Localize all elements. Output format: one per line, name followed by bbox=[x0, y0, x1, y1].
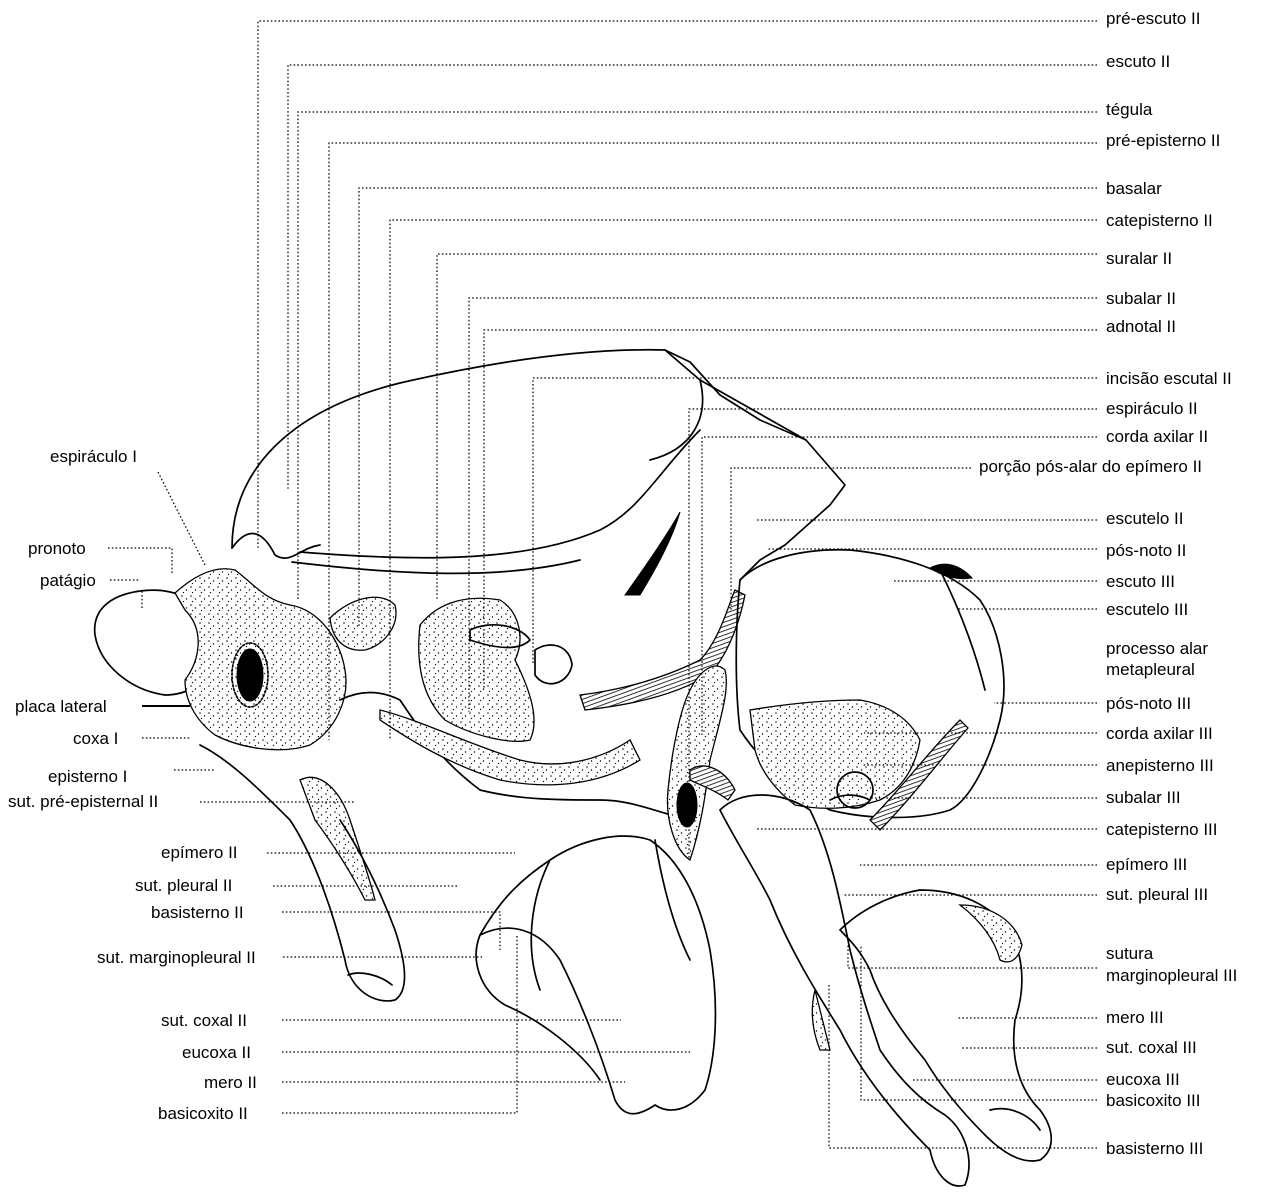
label-mero-ii: mero II bbox=[204, 1073, 257, 1092]
metapleuron-plate bbox=[750, 700, 920, 808]
hind-coxa bbox=[720, 795, 969, 1186]
label-epimero-ii: epímero II bbox=[161, 843, 238, 862]
label-adnotal-ii: adnotal II bbox=[1106, 317, 1176, 336]
label-corda-axilar-ii: corda axilar II bbox=[1106, 427, 1208, 446]
label-escutelo-iii: escutelo III bbox=[1106, 600, 1188, 619]
label-sut-coxal-ii: sut. coxal II bbox=[161, 1011, 247, 1030]
label-pre-episterno-ii: pré-episterno II bbox=[1106, 131, 1220, 150]
label-sut-pleural-iii: sut. pleural III bbox=[1106, 885, 1208, 904]
label-incisao-escutal-ii: incisão escutal II bbox=[1106, 369, 1232, 388]
label-porcao-pos-alar: porção pós-alar do epímero II bbox=[979, 457, 1202, 476]
spiracle-ii bbox=[677, 783, 697, 827]
label-catepisterno-iii: catepisterno III bbox=[1106, 820, 1218, 839]
label-anepisterno-iii: anepisterno III bbox=[1106, 756, 1214, 775]
label-processo-alar-line1: processo alar bbox=[1106, 639, 1208, 658]
label-sut-pleural-ii: sut. pleural II bbox=[135, 876, 232, 895]
label-sut-marginopleural-ii: sut. marginopleural II bbox=[97, 948, 256, 967]
label-corda-axilar-iii: corda axilar III bbox=[1106, 724, 1213, 743]
label-sut-coxal-iii: sut. coxal III bbox=[1106, 1038, 1197, 1057]
label-mero-iii: mero III bbox=[1106, 1008, 1164, 1027]
label-coxa-i: coxa I bbox=[73, 729, 118, 748]
label-espiraculo-i: espiráculo I bbox=[50, 447, 137, 466]
label-escuto-iii: escuto III bbox=[1106, 572, 1175, 591]
label-pronoto: pronoto bbox=[28, 539, 86, 558]
label-escuto-ii: escuto II bbox=[1106, 52, 1170, 71]
label-basisterno-iii: basisterno III bbox=[1106, 1139, 1203, 1158]
labels-left: espiráculo I pronoto patágio placa later… bbox=[8, 447, 257, 1123]
label-epimero-iii: epímero III bbox=[1106, 855, 1187, 874]
axillary-mark-ii bbox=[625, 512, 680, 595]
label-basisterno-ii: basisterno II bbox=[151, 903, 244, 922]
label-sutura-line2: marginopleural III bbox=[1106, 966, 1237, 985]
label-placa-lateral: placa lateral bbox=[15, 697, 107, 716]
label-episterno-i: episterno I bbox=[48, 767, 127, 786]
label-suralar-ii: suralar II bbox=[1106, 249, 1172, 268]
label-patagio: patágio bbox=[40, 571, 96, 590]
leader-lines bbox=[108, 21, 1097, 1148]
label-basalar: basalar bbox=[1106, 179, 1162, 198]
label-sut-pre-episternal-ii: sut. pré-episternal II bbox=[8, 792, 158, 811]
label-pos-noto-ii: pós-noto II bbox=[1106, 541, 1186, 560]
label-escutelo-ii: escutelo II bbox=[1106, 509, 1184, 528]
label-processo-alar-line2: metapleural bbox=[1106, 660, 1195, 679]
label-subalar-iii: subalar III bbox=[1106, 788, 1181, 807]
label-catepisterno-ii: catepisterno II bbox=[1106, 211, 1213, 230]
label-eucoxa-ii: eucoxa II bbox=[182, 1043, 251, 1062]
label-basicoxito-iii: basicoxito III bbox=[1106, 1091, 1201, 1110]
scutum-outline bbox=[232, 350, 845, 580]
label-eucoxa-iii: eucoxa III bbox=[1106, 1070, 1180, 1089]
label-pre-escuto-ii: pré-escuto II bbox=[1106, 9, 1201, 28]
label-tegula: tégula bbox=[1106, 100, 1153, 119]
mid-coxa bbox=[480, 836, 715, 1114]
labels-right: pré-escuto II escuto II tégula pré-epist… bbox=[979, 9, 1237, 1158]
label-pos-noto-iii: pós-noto III bbox=[1106, 694, 1191, 713]
label-sutura-line1: sutura bbox=[1106, 944, 1154, 963]
spiracle-i bbox=[237, 649, 263, 701]
label-espiraculo-ii: espiráculo II bbox=[1106, 399, 1198, 418]
label-basicoxito-ii: basicoxito II bbox=[158, 1104, 248, 1123]
label-subalar-ii: subalar II bbox=[1106, 289, 1176, 308]
